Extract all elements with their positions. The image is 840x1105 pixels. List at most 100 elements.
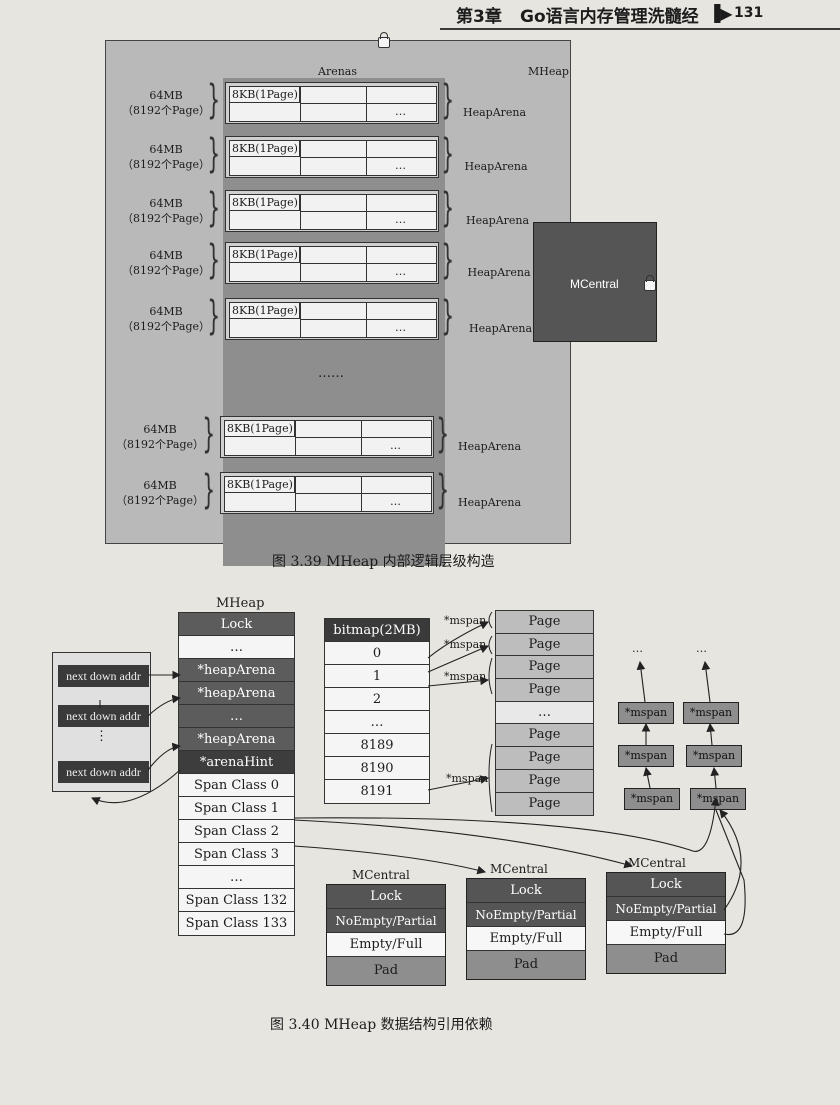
mcentral-title: MCentral bbox=[352, 868, 410, 882]
right-brace: } bbox=[436, 411, 450, 457]
heaparena-pages: 8KB(1Page)… bbox=[229, 194, 437, 230]
mheap-heaparena-cell: *heapArena bbox=[179, 682, 294, 705]
mspan-label: *mspan bbox=[444, 638, 487, 651]
left-brace: } bbox=[202, 411, 216, 457]
fig40-mheap-title: MHeap bbox=[216, 596, 265, 611]
right-brace: } bbox=[441, 131, 455, 177]
heaparena-row: 8KB(1Page)… bbox=[225, 242, 445, 292]
bitmap-table: bitmap(2MB) 0 1 2 … 8189 8190 8191 bbox=[324, 618, 430, 804]
header-rule bbox=[440, 28, 840, 30]
fig39-mcentral-box: MCentral bbox=[533, 222, 657, 342]
page-header: 第3章 Go语言内存管理洗髓经 ▐▶ 131 bbox=[440, 0, 840, 30]
page-dots-cell: … bbox=[496, 701, 593, 725]
bitmap-row: 8189 bbox=[325, 734, 429, 757]
mcentral-title: MCentral bbox=[628, 856, 686, 870]
left-brace: } bbox=[202, 467, 216, 513]
mheap-spanclass-cell: Span Class 133 bbox=[179, 912, 294, 935]
chain-top-dots: … bbox=[632, 642, 643, 655]
heaparena-row: 8KB(1Page)… bbox=[225, 190, 445, 240]
mcentral-box: Lock NoEmpty/Partial Empty/Full Pad bbox=[466, 878, 586, 980]
page-size-cell: 8KB(1Page) bbox=[225, 421, 295, 437]
bitmap-row: 8190 bbox=[325, 757, 429, 780]
mcentral-lock: Lock bbox=[467, 879, 585, 903]
bitmap-header: bitmap(2MB) bbox=[325, 619, 429, 642]
mspan-node: *mspan bbox=[618, 702, 674, 724]
page-cell: Page bbox=[496, 679, 593, 702]
mheap-spanclass-cell: Span Class 3 bbox=[179, 843, 294, 866]
mspan-node: *mspan bbox=[624, 788, 680, 810]
heaparena-pages: 8KB(1Page) … bbox=[229, 86, 437, 122]
mcentral-empty: Empty/Full bbox=[607, 921, 725, 945]
mcentral-empty: Empty/Full bbox=[327, 933, 445, 957]
heaparena-label: HeapArena bbox=[469, 322, 533, 335]
page-number: 131 bbox=[734, 5, 764, 21]
page-cell: Page bbox=[496, 724, 593, 748]
next-down-addr-row: next down addr bbox=[58, 705, 149, 727]
page-size-cell: 8KB(1Page) bbox=[230, 247, 300, 263]
page-list: Page Page Page Page … Page Page Page Pag… bbox=[495, 610, 594, 817]
left-brace: } bbox=[207, 131, 221, 177]
left-brace: } bbox=[207, 185, 221, 231]
fig39-mheap-label: MHeap bbox=[528, 65, 569, 78]
lock-icon bbox=[378, 32, 390, 48]
mcentral-noempty: NoEmpty/Partial bbox=[607, 897, 725, 921]
page-size-cell: 8KB(1Page) bbox=[230, 87, 300, 103]
mheap-heaparena-cell: *heapArena bbox=[179, 728, 294, 751]
arena-size-label: 64MB（8192个Page） bbox=[116, 479, 205, 507]
left-brace: } bbox=[207, 237, 221, 283]
mcentral-lock: Lock bbox=[327, 885, 445, 909]
page-cell: Page bbox=[496, 656, 593, 680]
bitmap-row: … bbox=[325, 711, 429, 734]
chapter-number: 第3章 bbox=[456, 7, 502, 27]
mcentral-empty: Empty/Full bbox=[467, 927, 585, 951]
heaparena-label: HeapArena bbox=[467, 266, 531, 279]
mcentral-pad: Pad bbox=[467, 951, 585, 979]
right-brace: } bbox=[441, 185, 455, 231]
heaparena-label: HeapArena bbox=[458, 440, 522, 453]
mcentral-pad: Pad bbox=[327, 957, 445, 985]
mcentral-noempty: NoEmpty/Partial bbox=[327, 909, 445, 933]
vertical-dots: ⋮ bbox=[95, 729, 108, 744]
heaparena-pages: 8KB(1Page)… bbox=[229, 302, 437, 338]
mheap-spanclass-cell: Span Class 132 bbox=[179, 889, 294, 912]
fig40-caption: 图 3.40 MHeap 数据结构引用依赖 bbox=[270, 1017, 493, 1033]
page-dots: … bbox=[395, 105, 406, 118]
right-brace: } bbox=[441, 77, 455, 123]
fig39-arenas-label: Arenas bbox=[318, 65, 357, 78]
page-dots: … bbox=[395, 213, 406, 226]
mheap-spanclass-cell: Span Class 1 bbox=[179, 797, 294, 820]
right-brace: } bbox=[436, 467, 450, 513]
heaparena-row: 8KB(1Page)… bbox=[220, 472, 440, 522]
page-size-cell: 8KB(1Page) bbox=[230, 141, 300, 157]
heaparena-row: 8KB(1Page)… bbox=[225, 298, 445, 348]
chain-top-dots: … bbox=[696, 642, 707, 655]
mspan-node: *mspan bbox=[690, 788, 746, 810]
fig39-caption: 图 3.39 MHeap 内部逻辑层级构造 bbox=[272, 554, 495, 570]
left-brace: } bbox=[207, 77, 221, 123]
bitmap-row: 2 bbox=[325, 688, 429, 711]
heaparena-label: HeapArena bbox=[464, 160, 528, 173]
mheap-dots-cell: … bbox=[179, 636, 294, 659]
next-down-addr-row: next down addr bbox=[58, 665, 149, 687]
heaparena-row: 8KB(1Page)… bbox=[225, 136, 445, 186]
mcentral-lock: Lock bbox=[607, 873, 725, 897]
mcentral-box: Lock NoEmpty/Partial Empty/Full Pad bbox=[326, 884, 446, 986]
mspan-node: *mspan bbox=[618, 745, 674, 767]
mheap-arenahint-cell: *arenaHint bbox=[179, 751, 294, 774]
mcentral-noempty: NoEmpty/Partial bbox=[467, 903, 585, 927]
mheap-dots-cell: … bbox=[179, 866, 294, 889]
bitmap-row: 8191 bbox=[360, 784, 394, 799]
mspan-node: *mspan bbox=[686, 745, 742, 767]
page-cell: Page bbox=[528, 795, 561, 811]
right-brace: } bbox=[441, 237, 455, 283]
arena-size-label: 64MB（8192个Page） bbox=[122, 143, 211, 171]
arena-hint-list: next down addr next down addr ⋮ next dow… bbox=[52, 652, 151, 792]
page-cell: Page bbox=[496, 747, 593, 770]
heaparena-label: HeapArena bbox=[458, 496, 522, 509]
heaparena-row: 8KB(1Page) … bbox=[225, 82, 445, 132]
heaparena-pages: 8KB(1Page)… bbox=[224, 420, 432, 456]
right-brace: } bbox=[441, 293, 455, 339]
mcentral-title: MCentral bbox=[490, 862, 548, 876]
lock-icon bbox=[644, 275, 656, 291]
heaparena-label: HeapArena bbox=[463, 106, 527, 119]
